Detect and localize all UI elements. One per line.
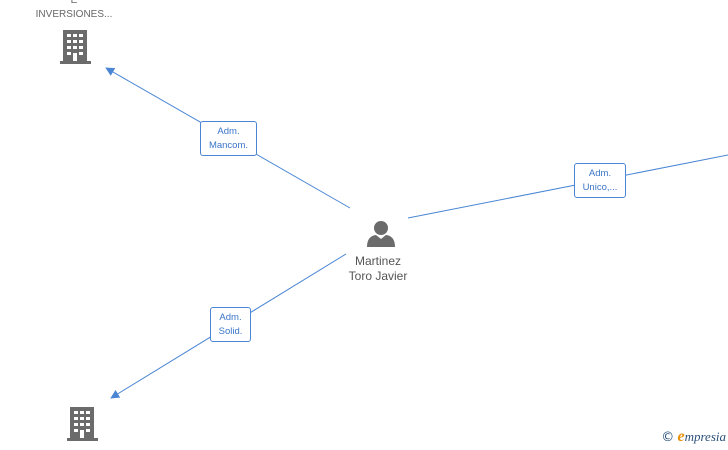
edge-label-to-top-company[interactable]: Adm. Mancom. (200, 121, 257, 156)
person-icon (367, 221, 395, 247)
edge-label-to-bottom-company[interactable]: Adm. Solid. (210, 307, 251, 342)
edge-label-line2: Unico,... (582, 182, 618, 193)
person-node[interactable]: Martinez Toro Javier (328, 254, 428, 284)
edge-label-line1: Adm. (217, 126, 240, 137)
edge-label-line1: Adm. (219, 312, 242, 323)
company-label-line2: INVERSIONES... (35, 9, 113, 20)
edge-label-to-right[interactable]: Adm. Unico,... (574, 163, 626, 198)
company-node-top[interactable]: E INVERSIONES... (14, 0, 134, 22)
person-label-line1: Martinez (354, 254, 401, 268)
edge-label-line2: Solid. (218, 326, 243, 337)
brand-name: mpresia (684, 429, 726, 444)
person-label-line2: Toro Javier (348, 269, 408, 283)
edge-line-to-right (407, 154, 728, 219)
building-icon (67, 407, 98, 441)
edge-label-line2: Mancom. (208, 140, 249, 151)
company-label-line1: E (70, 0, 78, 6)
building-icon (60, 30, 91, 64)
brand-initial: e (677, 428, 685, 445)
edge-label-line1: Adm. (588, 168, 612, 179)
copyright-symbol: © (661, 430, 675, 445)
empresia-watermark: © empresia (661, 428, 726, 446)
